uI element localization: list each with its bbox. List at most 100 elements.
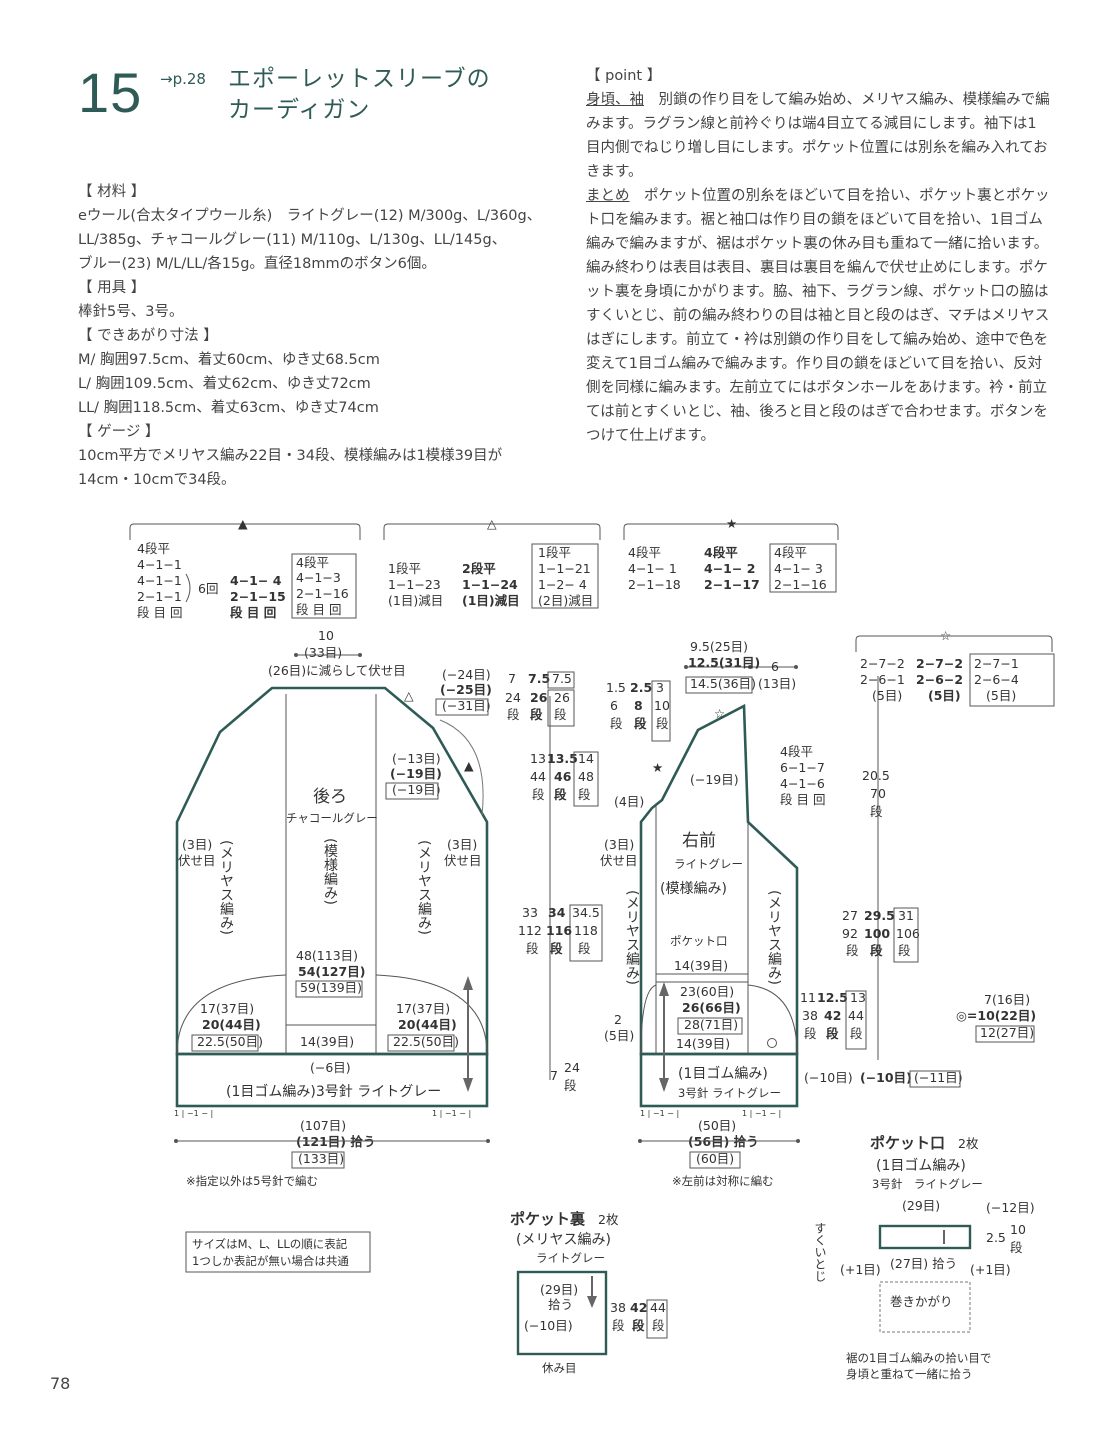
- t2-cell: 1−1−23: [388, 577, 441, 592]
- len: 1.5: [606, 680, 626, 695]
- pback-rows: 38: [610, 1300, 626, 1315]
- sleeve: 106: [896, 926, 920, 941]
- t3-cell: 4−1− 3: [774, 561, 823, 576]
- materials-line: LL/385g、チャコールグレー(11) M/110g、L/130g、LL/14…: [78, 232, 507, 248]
- t3-cell: 4段平: [704, 545, 738, 560]
- table-2: 1段平 1−1−23 (1目)減目 2段平 1−1−24 (1目)減目 1段平 …: [388, 545, 593, 608]
- front-rib: (1目ゴム編み): [678, 1065, 768, 1082]
- len: 段: [564, 1078, 577, 1093]
- front-bottom: (50目): [698, 1118, 736, 1133]
- back-dec: (−19目): [392, 782, 441, 797]
- front-inner-lines: [640, 806, 798, 1055]
- title-line-2: カーディガン: [228, 97, 371, 123]
- t1-bracket: [185, 573, 191, 603]
- back-part: 20(44目): [202, 1017, 261, 1032]
- t2-cell: 1段平: [538, 545, 571, 560]
- pback-count: 2枚: [598, 1212, 619, 1227]
- sleeve: 27: [842, 908, 858, 923]
- point-line: 編みで編みますが、裾はポケット裏の休み目も重ねて一緒に拾います。: [586, 236, 1049, 252]
- t4-cell: (5目): [928, 688, 961, 703]
- pback-sub: (メリヤス編み): [516, 1232, 611, 1248]
- len: 116: [546, 923, 572, 938]
- front-bindoff: 伏せ目: [600, 853, 638, 868]
- table-3: 4段平 4−1− 1 2−1−18 4段平 4−1− 2 2−1−17 4段平 …: [628, 545, 827, 592]
- pback-color: ライトグレー: [536, 1251, 605, 1265]
- len: 34: [548, 905, 566, 920]
- pback-rows: 42: [630, 1300, 647, 1315]
- triangle-filled-mark: ▲: [238, 516, 248, 531]
- len: 7.5: [528, 671, 550, 686]
- t3-cell: 2−1−18: [628, 577, 681, 592]
- back-bindoff: 伏せ目: [444, 853, 482, 868]
- gauge-line: 14cm・10cmで34段。: [78, 472, 236, 488]
- t1-cell: 2−1−1: [137, 589, 182, 604]
- t4-cell: (5目): [986, 688, 1016, 703]
- back-top-bind: (26目)に減らして伏せ目: [268, 663, 406, 678]
- sleeve-cuff: 7(16目): [984, 992, 1030, 1007]
- len: 13: [530, 751, 546, 766]
- t2-cell: 1−1−24: [462, 577, 518, 592]
- len: 段: [526, 941, 539, 956]
- arrow-head: [659, 982, 669, 996]
- front-top: 12.5(31目): [688, 655, 760, 670]
- point-line: 変えて1目ゴム編みで編みます。作り目の鎖をほどいて目を拾い、反対: [586, 356, 1043, 372]
- size-heading: 【 できあがり寸法 】: [78, 328, 218, 344]
- front-top: 6: [771, 659, 779, 674]
- point-heading: 【 point 】: [586, 68, 662, 84]
- front-circle-mark: [767, 1038, 777, 1048]
- back-part: 17(37目): [396, 1001, 450, 1016]
- len: 段: [578, 941, 591, 956]
- t1-cell: 4−1−3: [296, 570, 341, 585]
- t1-cell: 4段平: [137, 541, 170, 556]
- sleeve: 29.5: [864, 908, 895, 923]
- t3-cell: 2−1−16: [774, 577, 827, 592]
- table-4-box: [969, 653, 1055, 707]
- len: 段: [578, 787, 591, 802]
- back-top-cm: 10: [318, 628, 334, 643]
- pattern-number: 15: [78, 61, 143, 124]
- front-width: 26(66目): [682, 1000, 741, 1015]
- t1-cell: 段 目 回: [296, 602, 341, 617]
- back-stockinette-right: (メリヤス編み): [416, 840, 432, 935]
- len: 7: [508, 671, 516, 686]
- pback-bottom: 休み目: [542, 1361, 577, 1375]
- t1-cell: 段 目 回: [230, 605, 276, 620]
- size-line: LL/ 胸囲118.5cm、着丈63cm、ゆき丈74cm: [78, 400, 379, 416]
- len: 46: [554, 769, 572, 784]
- t1-cell: 4−1− 4: [230, 573, 282, 588]
- page-reference: →p.28: [160, 70, 206, 88]
- back-color: チャコールグレー: [286, 811, 378, 825]
- pback-pick: 拾う: [548, 1297, 573, 1312]
- back-mid: 14(39目): [300, 1034, 354, 1049]
- t2-cell: 1−2− 4: [538, 577, 587, 592]
- popen-rows: 段: [1010, 1240, 1023, 1255]
- legend-line-2: 1つしか表記が無い場合は共通: [192, 1254, 349, 1268]
- back-stockinette-left: (メリヤス編み): [218, 840, 234, 935]
- t4-cell: 2−7−1: [974, 656, 1019, 671]
- table-4: 2−7−2 2−6−1 (5目) 2−7−2 2−6−2 (5目) 2−7−1 …: [860, 656, 1019, 703]
- point-line: 編み終わりは表目は表目、裏目は裏目を編んで伏せ止めにします。ポケ: [586, 260, 1048, 276]
- point-text: 別鎖の作り目をして編み始め、メリヤス編み、模様編みで編: [644, 92, 1050, 108]
- t1-cell: 段 目 回: [137, 605, 182, 620]
- dim-dot: [294, 653, 298, 657]
- table-1: 4段平 4−1−1 4−1−1 2−1−1 6回 段 目 回 4−1− 4 2−…: [137, 541, 349, 620]
- gauge-heading: 【 ゲージ 】: [78, 424, 160, 440]
- len: 112: [518, 923, 542, 938]
- len: 24: [564, 1060, 580, 1075]
- sleeve: 31: [898, 908, 914, 923]
- len: 13.5: [547, 751, 578, 766]
- front-dec: (−19目): [690, 772, 739, 787]
- front-color: ライトグレー: [674, 857, 743, 871]
- len: 段: [554, 707, 567, 722]
- t2-cell: 1段平: [388, 561, 421, 576]
- back-tri-open: △: [404, 688, 414, 703]
- t3-cell: 4−1− 1: [628, 561, 677, 576]
- popen-wrap: 巻きかがり: [890, 1294, 953, 1309]
- point-line: みます。ラグラン線と前衿ぐりは端4目立てる減目にします。袖下は1: [586, 116, 1037, 132]
- t3-cell: 2−1−17: [704, 577, 760, 592]
- legend-box: [185, 1231, 371, 1273]
- len: 34.5: [572, 905, 600, 920]
- len: 段: [532, 787, 545, 802]
- brace-1: [129, 523, 361, 540]
- t4-cell: 2−7−2: [860, 656, 905, 671]
